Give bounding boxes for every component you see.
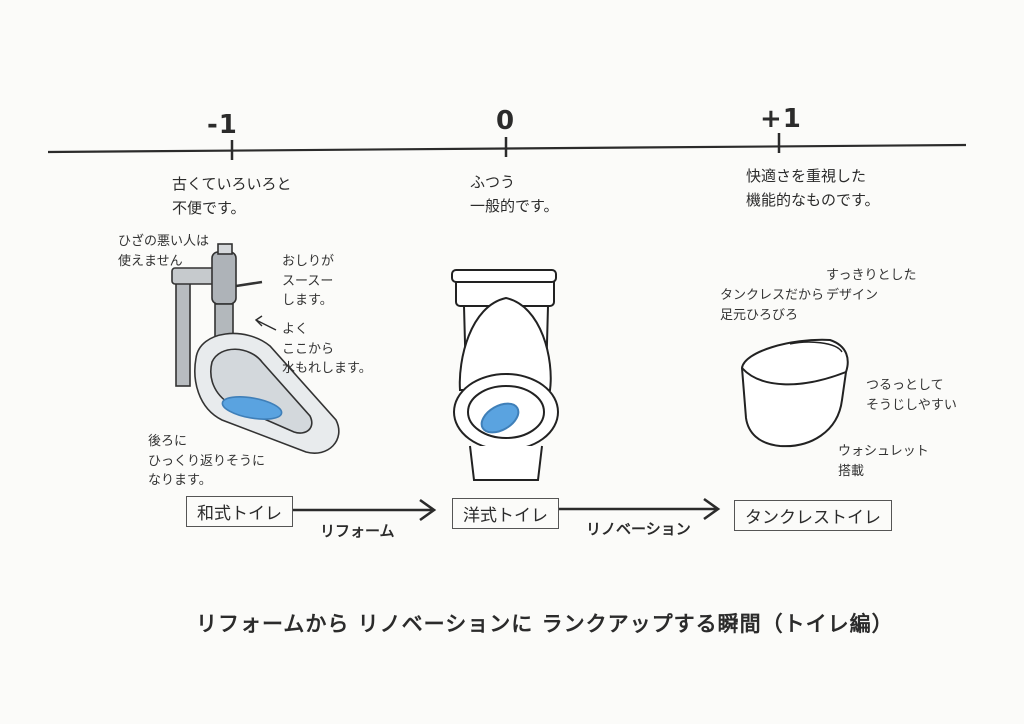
footer-title: リフォームから リノベーションに ランクアップする瞬間（トイレ編）	[196, 612, 894, 636]
transition-label-renovation: リノベーション	[586, 520, 691, 538]
tick-label-0: 0	[496, 106, 516, 136]
arrow-reform	[290, 498, 437, 522]
note-cold-bottom: おしりが スースー します。	[282, 254, 335, 308]
note-washlet: ウォシュレット 搭載	[838, 444, 929, 479]
label-tankless-toilet: タンクレストイレ	[734, 500, 892, 531]
western-toilet-illustration	[451, 269, 559, 481]
tick-label-minus1: -1	[207, 110, 238, 140]
note-sleek-design: すっきりとした デザイン	[826, 268, 917, 303]
note-leak: よく ここから 水もれします。	[282, 322, 372, 376]
tick-label-plus1: +1	[760, 104, 802, 134]
note-knee: ひざの悪い人は 使えません	[118, 234, 210, 269]
label-western-toilet: 洋式トイレ	[452, 498, 559, 529]
note-easy-clean: つるっとして そうじしやすい	[866, 378, 957, 413]
transition-label-reform: リフォーム	[320, 522, 395, 540]
label-japanese-toilet: 和式トイレ	[186, 496, 293, 527]
tick-description-0: ふつう 一般的です。	[470, 173, 559, 215]
pointer-arrow	[254, 315, 277, 331]
arrow-renovation	[556, 497, 721, 521]
note-fall-back: 後ろに ひっくり返りそうに なります。	[148, 434, 266, 488]
tick-description-plus1: 快適さを重視した 機能的なものです。	[746, 167, 880, 209]
note-spacious: タンクレスだから 足元ひろびろ	[720, 288, 825, 323]
japanese-toilet-illustration	[171, 243, 340, 454]
tankless-toilet-illustration	[740, 338, 849, 448]
tick-description-minus1: 古くていろいろと 不便です。	[172, 175, 292, 217]
